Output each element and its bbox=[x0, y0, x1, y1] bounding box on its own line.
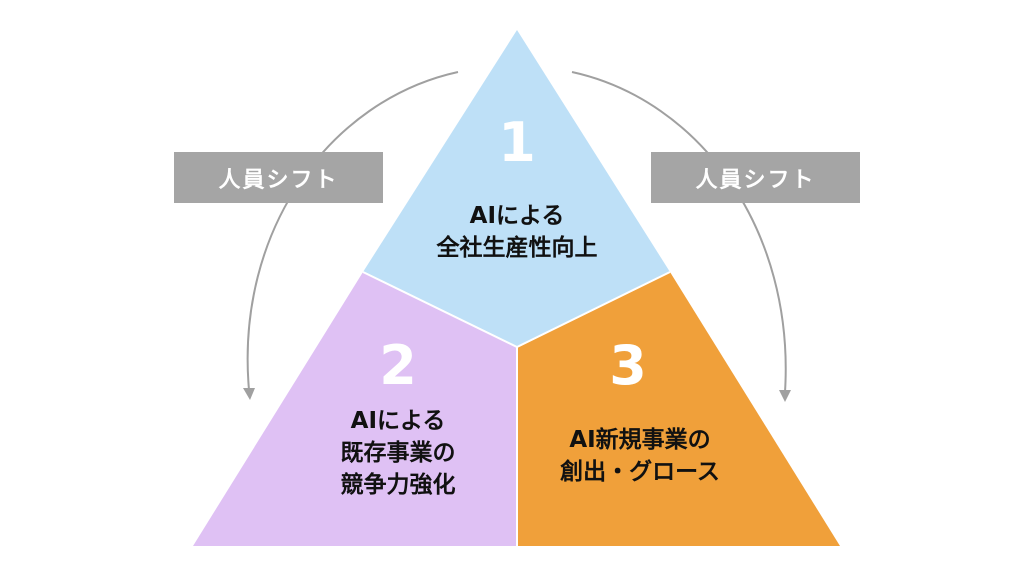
segment-3-line: AI新規事業の bbox=[569, 427, 711, 453]
segment-1-line: 全社生産性向上 bbox=[436, 235, 598, 261]
shift-label-left: 人員シフト bbox=[174, 152, 383, 203]
segment-1-text: AIによる 全社生産性向上 bbox=[387, 200, 647, 264]
segment-3-line: 創出・グロース bbox=[560, 459, 720, 485]
right-arrowhead-icon bbox=[779, 390, 791, 402]
segment-1-shape bbox=[363, 30, 670, 347]
left-arrowhead-icon bbox=[243, 388, 255, 400]
segment-2-line: 既存事業の bbox=[340, 440, 456, 466]
segment-1-line: AIによる bbox=[469, 203, 565, 229]
segment-3-number: 3 bbox=[609, 334, 647, 397]
segment-3-shape bbox=[517, 272, 840, 546]
segment-3-text: AI新規事業の 創出・グロース bbox=[510, 424, 770, 488]
segment-2-text: AIによる 既存事業の 競争力強化 bbox=[268, 405, 528, 501]
segment-2-shape bbox=[193, 272, 517, 546]
shift-label-right: 人員シフト bbox=[651, 152, 860, 203]
segment-1-number: 1 bbox=[498, 111, 536, 174]
segment-2-line: AIによる bbox=[350, 408, 446, 434]
segment-2-number: 2 bbox=[379, 334, 417, 397]
segment-2-line: 競争力強化 bbox=[340, 472, 456, 498]
